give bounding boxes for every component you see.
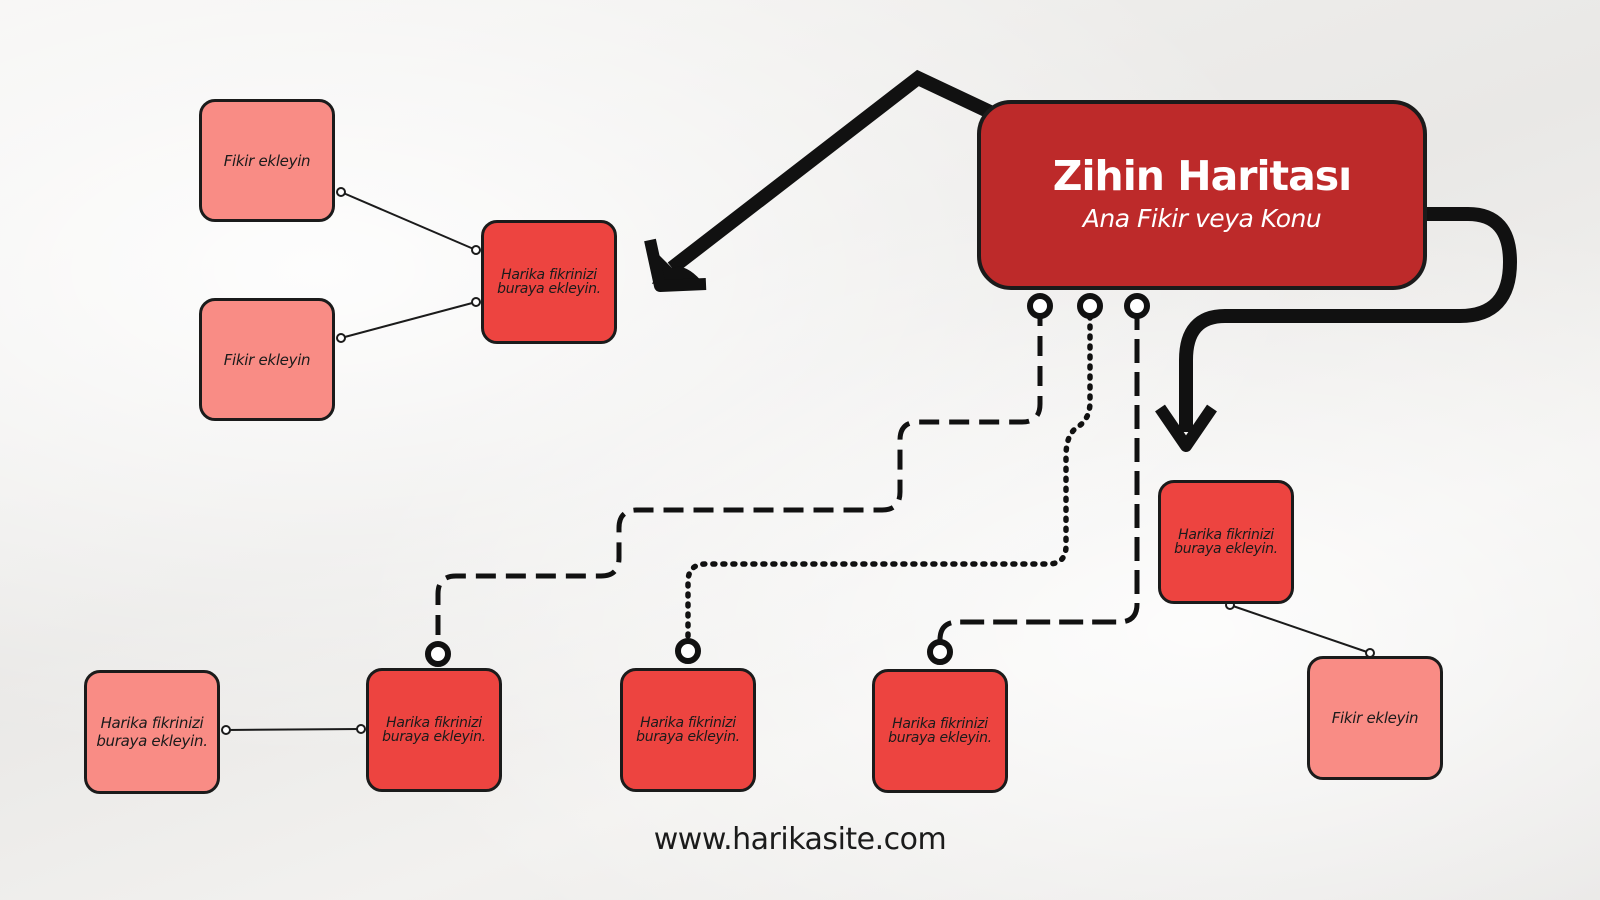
hub-node-label: Harika fikrinizi buraya ekleyin. — [497, 267, 601, 297]
hub-node-bottom-1[interactable]: Harika fikrinizi buraya ekleyin. — [366, 668, 502, 792]
ring-main-1 — [1027, 293, 1053, 319]
hub-node-bottom-3[interactable]: Harika fikrinizi buraya ekleyin. — [872, 669, 1008, 793]
thin-connectors — [221, 187, 1375, 735]
arrowhead-right — [1155, 404, 1217, 452]
dot-leftmost — [221, 725, 231, 735]
ring-connectors — [425, 293, 1150, 667]
idea-node-label: Harika fikrinizi buraya ekleyin. — [96, 714, 208, 750]
connector-idea1-to-left-hub — [340, 191, 477, 251]
ring-bottom-2 — [675, 638, 701, 664]
hub-node-bottom-2[interactable]: Harika fikrinizi buraya ekleyin. — [620, 668, 756, 792]
arrow-to-right-hub — [1179, 207, 1518, 432]
route-dashed-to-bottom-1 — [435, 306, 1043, 640]
hub-node-label: Harika fikrinizi buraya ekleyin. — [1174, 527, 1278, 557]
ring-main-2 — [1077, 293, 1103, 319]
idea-node-top-left-2[interactable]: Fikir ekleyin — [199, 298, 335, 421]
connector-right-hub-to-right-idea — [1229, 604, 1371, 654]
main-topic-box[interactable]: Zihin Haritası Ana Fikir veya Konu — [977, 100, 1427, 290]
connector-leftmost-to-bottom1 — [225, 728, 362, 731]
hub-node-label: Harika fikrinizi buraya ekleyin. — [382, 715, 486, 745]
idea-node-label: Fikir ekleyin — [223, 151, 311, 170]
hub-node-label: Harika fikrinizi buraya ekleyin. — [888, 716, 992, 746]
dot-bottom1-left — [356, 724, 366, 734]
dot-left-hub-bottom — [471, 297, 481, 307]
route-dotted-to-bottom-2 — [685, 303, 1093, 643]
website-url[interactable]: www.harikasite.com — [653, 822, 947, 857]
ring-main-3 — [1124, 293, 1150, 319]
dot-left-hub-top — [471, 245, 481, 255]
main-subtitle: Ana Fikir veya Konu — [1082, 204, 1322, 233]
idea-node-bottom-leftmost[interactable]: Harika fikrinizi buraya ekleyin. — [84, 670, 220, 794]
arrow-to-left-hub — [667, 69, 993, 274]
idea-node-label: Fikir ekleyin — [1331, 709, 1419, 727]
idea-node-label: Fikir ekleyin — [223, 350, 311, 369]
route-lines — [435, 303, 1140, 643]
ring-bottom-1 — [425, 641, 451, 667]
main-title: Zihin Haritası — [1052, 152, 1352, 200]
hub-node-left[interactable]: Harika fikrinizi buraya ekleyin. — [481, 220, 617, 344]
arrowhead-left-wing — [644, 238, 707, 292]
idea-node-top-left-1[interactable]: Fikir ekleyin — [199, 99, 335, 222]
hub-node-right[interactable]: Harika fikrinizi buraya ekleyin. — [1158, 480, 1294, 604]
hub-node-label: Harika fikrinizi buraya ekleyin. — [636, 715, 740, 745]
route-dashed-to-bottom-3 — [937, 306, 1140, 642]
ring-bottom-3 — [927, 639, 953, 665]
dot-idea1 — [336, 187, 346, 197]
connector-idea2-to-left-hub — [340, 301, 477, 339]
idea-node-right[interactable]: Fikir ekleyin — [1307, 656, 1443, 780]
dot-idea2 — [336, 333, 346, 343]
